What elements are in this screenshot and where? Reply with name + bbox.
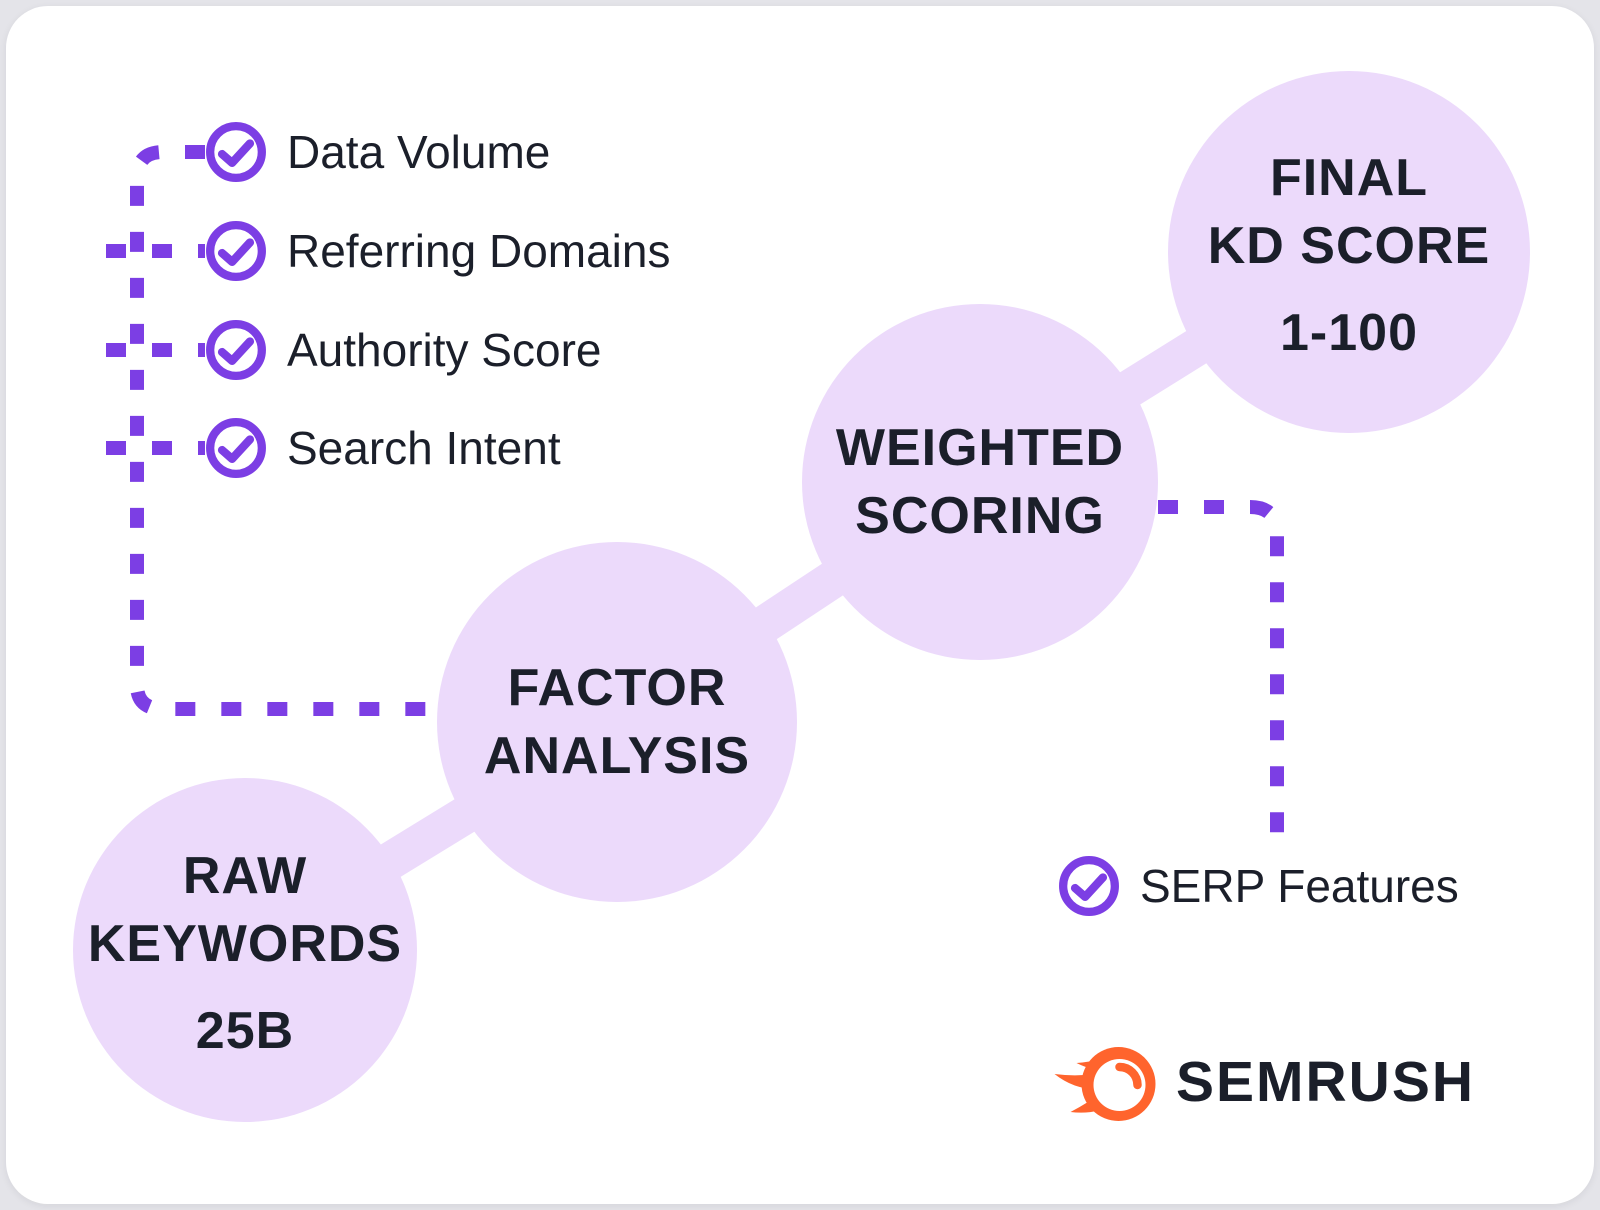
node-factor-analysis: FACTOR ANALYSIS — [437, 542, 797, 902]
node-label: FACTOR — [507, 659, 727, 717]
dashed-line-checklist-to-factor — [130, 145, 437, 716]
dashed-line-checklist-branches — [106, 244, 205, 455]
check-circle-icon — [206, 122, 266, 182]
semrush-logo: SEMRUSH — [1052, 1040, 1475, 1124]
node-raw-keywords: RAW KEYWORDS 25B — [73, 778, 417, 1122]
checklist-item-label: Referring Domains — [287, 225, 671, 277]
checklist-item-referring-domains: Referring Domains — [205, 220, 670, 282]
checklist-item-label: Search Intent — [287, 422, 561, 474]
checklist-item-authority-score: Authority Score — [205, 319, 601, 381]
checklist-item-search-intent: Search Intent — [205, 417, 561, 479]
checklist-item-label: Authority Score — [287, 324, 602, 376]
dashed-line-weighted-to-serp — [1158, 500, 1284, 846]
check-circle-icon — [206, 418, 266, 478]
serp-features-item: SERP Features — [1058, 855, 1459, 917]
node-weighted-scoring: WEIGHTED SCORING — [802, 304, 1158, 660]
check-circle-icon — [1059, 856, 1119, 916]
node-label: ANALYSIS — [483, 727, 751, 785]
node-label: FINAL — [1269, 149, 1429, 207]
node-value: 1-100 — [1280, 304, 1418, 362]
semrush-wordmark: SEMRUSH — [1176, 1050, 1476, 1114]
semrush-flame-icon — [1054, 1047, 1156, 1121]
node-label: KD SCORE — [1207, 217, 1491, 275]
node-value: 25B — [195, 1002, 295, 1060]
node-label: SCORING — [855, 487, 1105, 545]
checklist-item-data-volume: Data Volume — [205, 121, 550, 183]
check-circle-icon — [206, 221, 266, 281]
node-final-kd-score: FINAL KD SCORE 1-100 — [1168, 71, 1530, 433]
checklist-item-label: Data Volume — [287, 126, 551, 178]
node-label: WEIGHTED — [835, 419, 1125, 477]
node-label: KEYWORDS — [87, 915, 403, 973]
node-label: RAW — [182, 847, 308, 905]
check-circle-icon — [206, 320, 266, 380]
serp-features-label: SERP Features — [1140, 860, 1459, 912]
